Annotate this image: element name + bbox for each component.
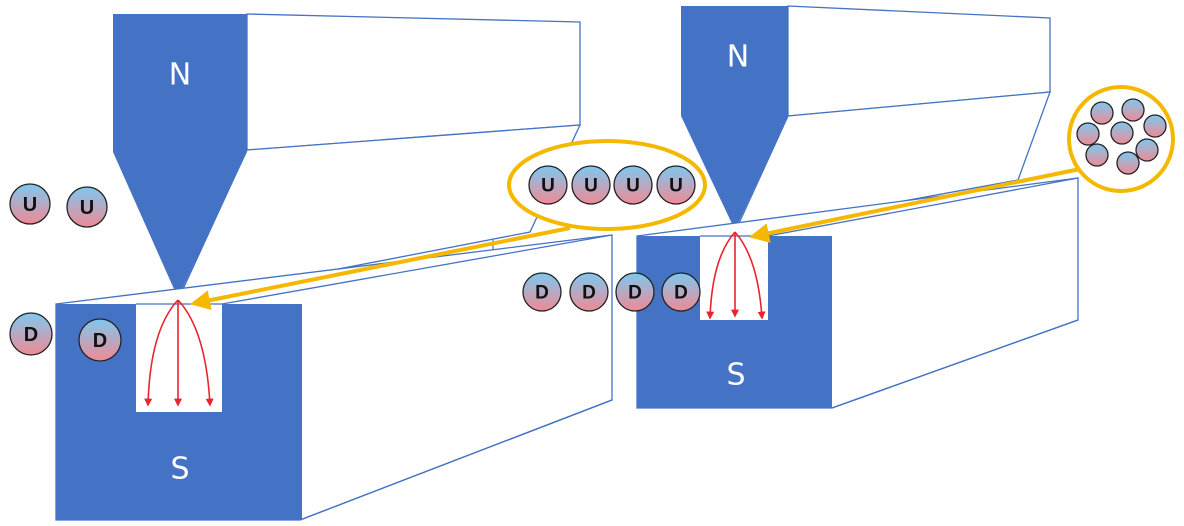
right-spin-down-particle-circle (569, 272, 609, 312)
left-callout-particle-label: U (669, 176, 683, 197)
left-callout-arrow (190, 226, 571, 311)
left-spin-down-particle: D (78, 318, 122, 362)
right-callout-particle (1143, 114, 1167, 138)
right-callout-particle (1135, 138, 1159, 162)
right-callout-particle (1116, 151, 1140, 175)
right-spin-down-particle: D (615, 272, 655, 312)
right-callout-arrow (749, 166, 1086, 243)
left-field-lines (144, 299, 214, 407)
right-north-label: N (727, 40, 749, 75)
right-south-pole: S (636, 177, 1079, 409)
right-spin-down-particle-label: D (535, 283, 549, 304)
left-spin-up-particle-label: U (23, 194, 37, 216)
right-spin-down-particle: D (661, 272, 701, 312)
right-north-pole: N (681, 5, 1051, 233)
right-callout-particle-circle (1076, 122, 1100, 146)
left-spin-up-particle: U (9, 183, 51, 225)
particles-layer: U U D D U U U U D D D D (9, 98, 1167, 362)
left-spin-up-particle-circle (66, 186, 108, 228)
left-callout-particle-label: U (541, 176, 555, 197)
right-callout-particle-circle (1121, 98, 1145, 122)
left-spin-down-particle-label: D (93, 330, 107, 352)
left-south-label: S (170, 452, 189, 487)
right-callout-particle (1085, 143, 1109, 167)
right-spin-down-particle-circle (661, 272, 701, 312)
left-callout-particle: U (613, 165, 653, 205)
left-callout-particle-circle (613, 165, 653, 205)
right-magnet: N S (636, 5, 1079, 409)
left-callout-particle-label: U (626, 176, 640, 197)
left-callout-particle-circle (528, 165, 568, 205)
left-north-pole: N (113, 13, 582, 301)
left-spin-up-particle-label: U (80, 197, 94, 219)
right-spin-down-particle-label: D (628, 283, 642, 304)
right-spin-down-particle-circle (522, 272, 562, 312)
right-callout-particle-circle (1135, 138, 1159, 162)
left-north-label: N (169, 58, 191, 93)
left-spin-down-particle-label: D (24, 324, 38, 346)
left-spin-down-particle-circle (9, 312, 53, 356)
right-callout-particle (1090, 101, 1114, 125)
left-callout-particle: U (571, 165, 611, 205)
right-spin-down-particle-label: D (582, 283, 596, 304)
left-callout-particle-circle (656, 165, 696, 205)
left-spin-up-particle: U (66, 186, 108, 228)
right-spin-down-particle-label: D (674, 283, 688, 304)
right-spin-down-particle: D (569, 272, 609, 312)
right-callout-particle-circle (1116, 151, 1140, 175)
left-spin-down-particle-circle (78, 318, 122, 362)
right-spin-down-particle: D (522, 272, 562, 312)
left-callout-particle: U (528, 165, 568, 205)
right-callout-particle (1110, 121, 1134, 145)
right-field-lines (706, 231, 766, 320)
left-callout-particle: U (656, 165, 696, 205)
left-spin-up-particle-circle (9, 183, 51, 225)
right-callout-particle-circle (1090, 101, 1114, 125)
right-callout-particle-circle (1110, 121, 1134, 145)
right-callout-particle-circle (1143, 114, 1167, 138)
left-magnet: N S (55, 13, 613, 521)
left-callout-particle-circle (571, 165, 611, 205)
right-callout-particle-circle (1085, 143, 1109, 167)
right-spin-down-particle-circle (615, 272, 655, 312)
right-callout-particle (1076, 122, 1100, 146)
right-south-label: S (726, 358, 745, 393)
left-callout-particle-label: U (584, 176, 598, 197)
right-callout-particle (1121, 98, 1145, 122)
left-spin-down-particle: D (9, 312, 53, 356)
